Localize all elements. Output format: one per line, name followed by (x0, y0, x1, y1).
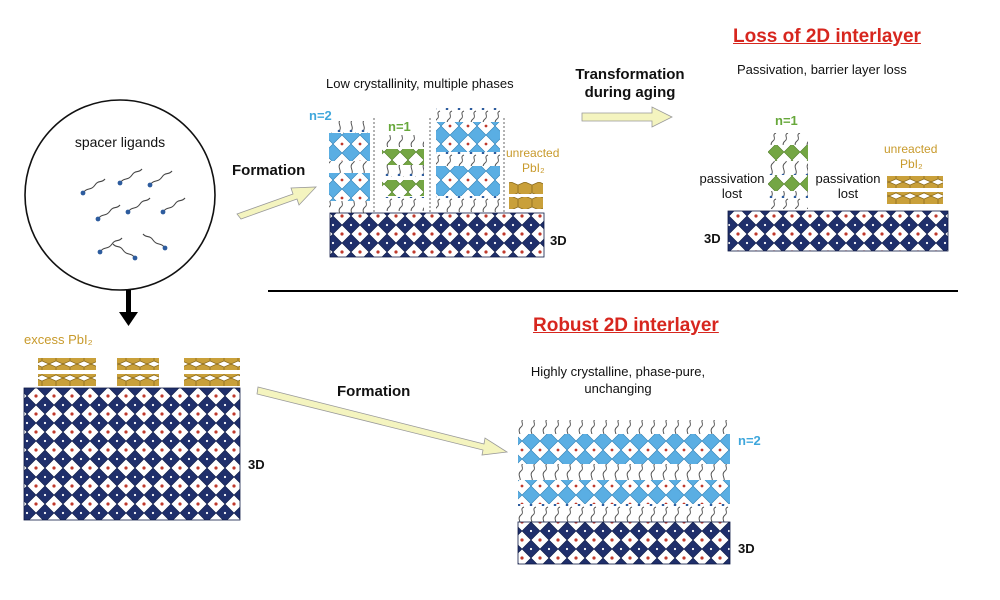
formation-arrow-top (236, 186, 317, 220)
excess-pbi2-label: excess PbI₂ (24, 332, 93, 347)
n1-label-top: n=1 (388, 119, 411, 134)
passivation-lost-left-line2: lost (721, 186, 743, 201)
ligand-molecules (82, 168, 186, 259)
formation-label-top: Formation (232, 162, 306, 179)
spacer-ligands-label: spacer ligands (74, 134, 166, 150)
passivation-lost-left: passivation lost (697, 171, 767, 201)
phases-caption: Low crystallinity, multiple phases (326, 76, 514, 91)
robust-title: Robust 2D interlayer (533, 315, 719, 336)
transformation-line2: during aging (584, 84, 676, 101)
n1-label-loss: n=1 (775, 113, 798, 128)
three-d-label-top: 3D (550, 233, 567, 248)
passivation-lost-right: passivation lost (813, 171, 883, 201)
passivation-lost-right-line2: lost (837, 186, 859, 201)
n2-label-robust: n=2 (738, 433, 761, 448)
transformation-arrow (581, 106, 673, 128)
three-d-label-loss: 3D (704, 231, 721, 246)
transformation-label: Transformation during aging (560, 66, 700, 102)
down-arrow (119, 290, 138, 326)
robust-subtitle-line2: unchanging (584, 381, 652, 396)
loss-title: Loss of 2D interlayer (733, 26, 921, 47)
three-d-label-robust: 3D (738, 541, 755, 556)
robust-subtitle: Highly crystalline, phase-pure, unchangi… (518, 363, 718, 397)
n2-label-top: n=2 (309, 108, 332, 123)
formation-label-bottom: Formation (337, 383, 411, 400)
pbi2-label-top: PbI₂ (522, 161, 545, 175)
passivation-lost-right-line1: passivation (815, 171, 881, 186)
mixed-phase-stack (329, 108, 545, 258)
excess-pbi2-stack (23, 358, 241, 521)
unreacted-label-top: unreacted (506, 146, 560, 160)
unreacted-label-loss: unreacted (884, 142, 938, 156)
pbi2-label-loss: PbI₂ (900, 157, 923, 171)
robust-subtitle-line1: Highly crystalline, phase-pure, (530, 364, 706, 379)
formation-arrow-bottom (256, 386, 509, 456)
spacer-ligands-circle (24, 99, 216, 291)
robust-stack (517, 420, 731, 565)
loss-subtitle: Passivation, barrier layer loss (737, 62, 907, 77)
transformation-line1: Transformation (575, 66, 685, 83)
passivation-lost-left-line1: passivation (699, 171, 765, 186)
three-d-label-bottom-left: 3D (248, 457, 265, 472)
degraded-stack (727, 133, 949, 252)
